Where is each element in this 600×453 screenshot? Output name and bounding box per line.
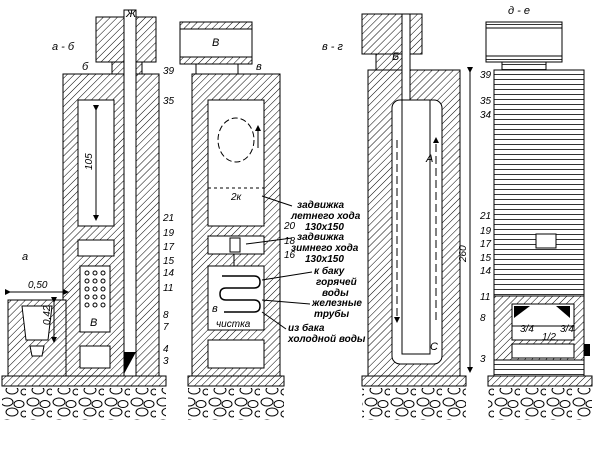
section-v: В в 2к в чистка 20 18 16 bbox=[179, 21, 296, 420]
stones-de bbox=[488, 388, 592, 420]
svg-text:8: 8 bbox=[163, 310, 169, 321]
section-vg: в - г Б А С 260 bbox=[322, 13, 473, 420]
dim-105: 105 bbox=[84, 153, 95, 170]
dim-34b: 3/4 bbox=[560, 324, 574, 335]
label-b: б bbox=[82, 61, 89, 73]
stones-v bbox=[188, 388, 284, 420]
dim-050: 0,50 bbox=[28, 280, 48, 291]
label-cap-c: С bbox=[430, 341, 438, 353]
iron-pipes-coil bbox=[219, 275, 261, 313]
svg-text:4: 4 bbox=[163, 344, 169, 355]
foundation-v bbox=[187, 375, 285, 387]
svg-text:11: 11 bbox=[163, 283, 173, 294]
flue-channel-ab bbox=[123, 9, 137, 381]
svg-text:железные: железные bbox=[311, 298, 362, 309]
dim-260: 260 bbox=[458, 245, 469, 263]
small-door-de bbox=[535, 233, 557, 249]
label-cap-a: А bbox=[425, 153, 433, 165]
svg-text:19: 19 bbox=[163, 228, 175, 239]
svg-text:14: 14 bbox=[163, 268, 175, 279]
svg-text:39: 39 bbox=[163, 66, 175, 77]
svg-text:35: 35 bbox=[163, 96, 175, 107]
svg-text:21: 21 bbox=[162, 213, 174, 224]
annotations: задвижка летнего хода 130х150 задвижка з… bbox=[245, 195, 366, 345]
chimney-cap-de bbox=[485, 21, 563, 63]
svg-text:16: 16 bbox=[284, 250, 296, 261]
svg-text:задвижка: задвижка bbox=[297, 200, 345, 211]
label-v: в bbox=[256, 61, 262, 73]
section-de: д - е 3/4 3/4 1/2 39 35 34 21 19 17 15 1… bbox=[479, 5, 593, 420]
dim-12: 1/2 bbox=[542, 332, 556, 343]
levels-mid: 20 18 16 bbox=[283, 221, 296, 261]
svg-text:3: 3 bbox=[163, 356, 169, 367]
section-title-de: д - е bbox=[508, 5, 530, 17]
circulation-loop bbox=[217, 117, 255, 163]
stones-ab bbox=[2, 388, 166, 420]
section-title-vg: в - г bbox=[322, 41, 344, 53]
svg-text:17: 17 bbox=[480, 239, 492, 250]
grate-holes bbox=[84, 270, 106, 308]
label-box-v: В bbox=[90, 317, 97, 329]
dim-042: 0,42 bbox=[42, 305, 53, 325]
svg-text:130х150: 130х150 bbox=[305, 254, 344, 265]
levels-de: 39 35 34 21 19 17 15 14 11 8 3 bbox=[479, 70, 492, 365]
label-zh: Ж bbox=[125, 8, 137, 20]
svg-text:летнего хода: летнего хода bbox=[290, 211, 361, 222]
svg-text:8: 8 bbox=[480, 313, 486, 324]
svg-text:11: 11 bbox=[480, 292, 490, 303]
svg-text:зимнего хода: зимнего хода bbox=[291, 243, 359, 254]
label-cleaning: чистка bbox=[216, 319, 251, 330]
label-cap-v: В bbox=[212, 37, 219, 49]
svg-text:15: 15 bbox=[163, 256, 175, 267]
svg-text:39: 39 bbox=[480, 70, 492, 81]
chimney-cap-vg bbox=[361, 13, 423, 55]
svg-text:трубы: трубы bbox=[314, 308, 350, 320]
svg-text:18: 18 bbox=[284, 236, 296, 247]
svg-text:34: 34 bbox=[480, 110, 492, 121]
svg-text:20: 20 bbox=[283, 221, 296, 232]
section-title-ab: а - б bbox=[52, 41, 75, 53]
svg-text:19: 19 bbox=[480, 226, 492, 237]
svg-text:15: 15 bbox=[480, 253, 492, 264]
section-ab: Ж а - б б а 0,50 0,42 105 В 39 35 21 19 … bbox=[1, 8, 175, 420]
dim-34a: 3/4 bbox=[520, 324, 534, 335]
svg-text:холодной воды: холодной воды bbox=[287, 334, 366, 345]
label-v-lower: в bbox=[212, 303, 218, 315]
svg-text:3: 3 bbox=[480, 354, 486, 365]
svg-text:21: 21 bbox=[479, 211, 491, 222]
label-cap-b: Б bbox=[392, 51, 399, 63]
svg-text:горячей: горячей bbox=[316, 277, 357, 288]
svg-text:задвижка: задвижка bbox=[297, 232, 345, 243]
levels-ab: 39 35 21 19 17 15 14 11 8 7 4 3 bbox=[162, 66, 175, 367]
svg-text:к баку: к баку bbox=[314, 265, 345, 277]
foundation-ab bbox=[1, 375, 167, 387]
svg-text:воды: воды bbox=[322, 288, 349, 299]
svg-text:из бака: из бака bbox=[288, 322, 325, 334]
dim-2k: 2к bbox=[230, 192, 243, 203]
svg-text:7: 7 bbox=[163, 322, 169, 333]
svg-text:130х150: 130х150 bbox=[305, 222, 344, 233]
label-a: а bbox=[22, 251, 28, 263]
foundation-de bbox=[487, 375, 593, 387]
svg-text:17: 17 bbox=[163, 242, 175, 253]
stones-vg bbox=[362, 388, 466, 420]
svg-text:35: 35 bbox=[480, 96, 492, 107]
svg-text:14: 14 bbox=[480, 266, 492, 277]
foundation-vg bbox=[361, 375, 467, 387]
